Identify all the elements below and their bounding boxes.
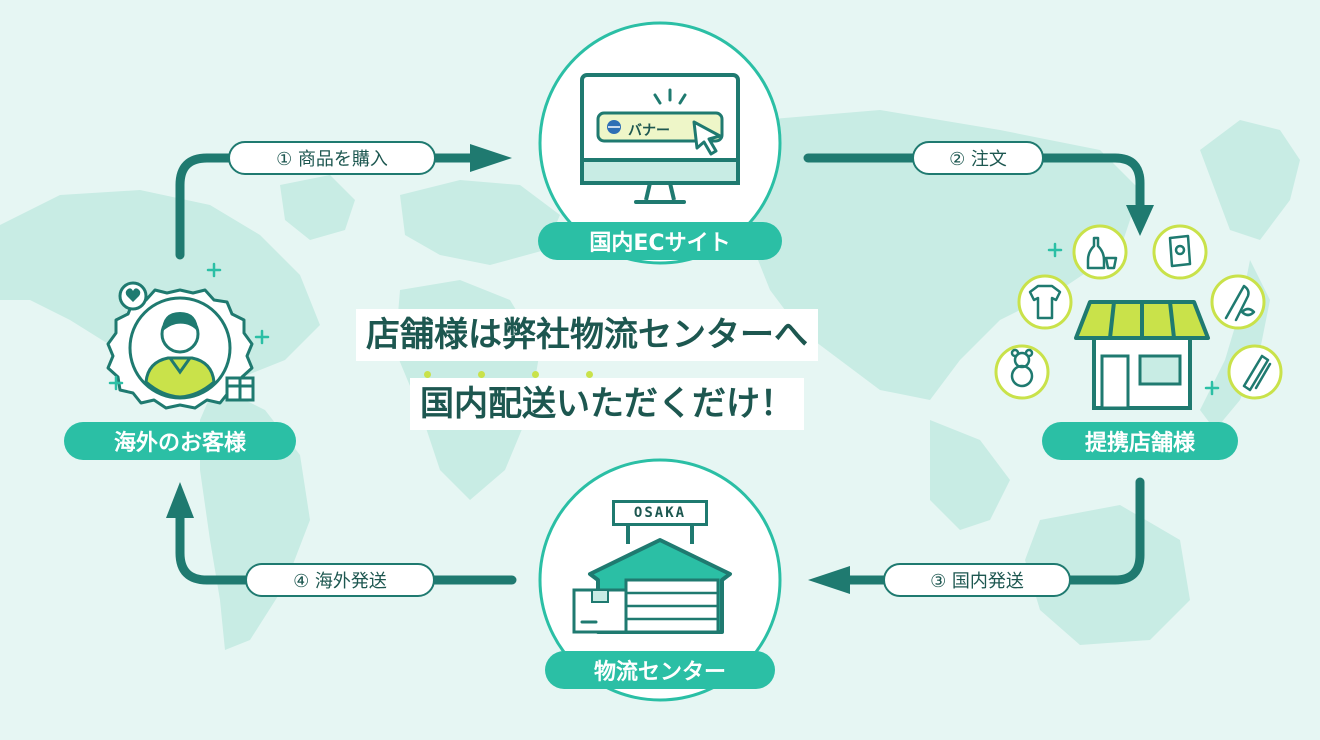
ec-site-label: 国内ECサイト [538,222,782,260]
step-4-label: ④ 海外発送 [245,563,435,597]
person-icon [144,312,216,399]
cursor-icon [692,120,722,156]
logistics-center-label: 物流センター [545,651,775,689]
emphasis-dot [586,371,593,378]
teddy-bear-icon [994,344,1050,400]
monitor-icon [580,73,740,204]
step-2-label: ② 注文 [912,141,1044,175]
arrow-head-ec [470,144,512,172]
snack-bag-icon [1152,224,1208,280]
partner-stores-label: 提携店舗様 [1042,422,1238,460]
warehouse-icon [572,526,732,634]
headline-line-2: 国内配送いただくだけ！ [410,378,804,430]
banner-text: バナー [628,123,670,139]
step-3-label: ③ 国内発送 [883,563,1071,597]
cardboard-box-icon [572,588,628,634]
sparkle-icon [1047,242,1220,396]
warehouse-sign: OSAKA [612,500,708,526]
heart-icon [118,281,148,311]
arrow-head-customer [166,482,194,518]
overseas-customer-label: 海外のお客様 [64,422,296,460]
step-1-label: ① 商品を購入 [228,141,436,175]
emphasis-dot [424,371,431,378]
store-icon [1074,300,1210,410]
sparkle-icon [108,262,270,391]
headline-line-1: 店舗様は弊社物流センターへ [356,309,818,361]
gift-icon [225,376,255,402]
arrow-head-center [808,566,850,594]
emphasis-dot [532,371,539,378]
arrow-head-store [1126,205,1154,236]
emphasis-dot [478,371,485,378]
